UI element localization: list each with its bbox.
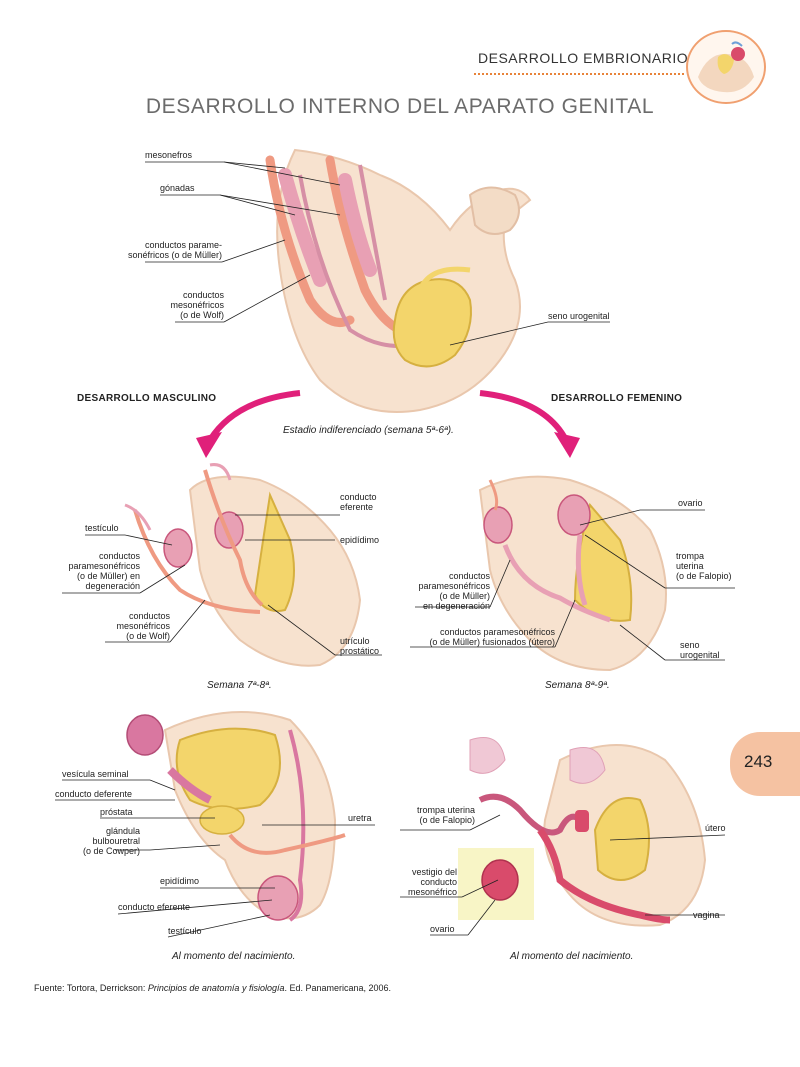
caption-male-birth: Al momento del nacimiento. <box>172 951 296 962</box>
label-mesonefricos-top: conductos mesonéfricos (o de Wolf) <box>170 290 224 320</box>
label-utero: útero <box>705 823 726 833</box>
page-title: DESARROLLO INTERNO DEL APARATO GENITAL <box>145 95 655 118</box>
caption-female-birth: Al momento del nacimiento. <box>510 951 634 962</box>
label-gonadas: gónadas <box>160 183 195 193</box>
label-vagina: vagina <box>693 910 720 920</box>
label-epididimo-mid: epidídimo <box>340 535 380 545</box>
label-testiculo-birth: testículo <box>168 926 202 936</box>
label-fusionados: conductos paramesonéfricos (o de Müller)… <box>429 627 555 647</box>
heading-female-development: DESARROLLO FEMENINO <box>551 393 683 404</box>
caption-week8: Semana 8ª-9ª. <box>545 680 610 691</box>
label-ovario-birth: ovario <box>430 924 455 934</box>
leader-lines-male-mid <box>62 514 382 656</box>
label-epididimo-birth: epidídimo <box>160 876 200 886</box>
leader-lines-female-birth <box>400 814 726 936</box>
heading-male-development: DESARROLLO MASCULINO <box>77 393 217 404</box>
source-suffix: . Ed. Panamericana, 2006. <box>284 983 392 993</box>
leader-lines-top <box>145 161 610 346</box>
section-header: DESARROLLO EMBRIONARIO <box>478 50 689 66</box>
indifferent-stage-diagram <box>265 148 532 413</box>
label-vestigio: vestigio del conducto mesonéfrico <box>407 867 457 897</box>
label-paramesonefricos-male: conductos paramesonéfricos (o de Müller)… <box>68 551 140 591</box>
leader-lines-female-mid <box>410 509 735 661</box>
source-prefix: Fuente: Tortora, Derrickson: <box>34 983 148 993</box>
label-testiculo-mid: testículo <box>85 523 119 533</box>
page-number: 243 <box>744 752 773 771</box>
header-divider <box>474 73 684 75</box>
label-seno-urogenital-top: seno urogenital <box>548 311 610 321</box>
label-glandula: glándula bulbouretral (o de Cowper) <box>82 826 140 856</box>
source-book: Principios de anatomía y fisiología <box>147 983 285 993</box>
label-seno-mid: seno urogenital <box>680 640 720 660</box>
label-uretra: uretra <box>348 813 372 823</box>
anatomy-thumbnail-icon <box>686 30 766 104</box>
page-number-tab <box>730 732 800 796</box>
male-week7-diagram <box>124 463 362 667</box>
label-trompa-birth: trompa uterina (o de Falopio) <box>416 805 475 825</box>
label-vesicula: vesícula seminal <box>62 769 129 779</box>
label-trompa-mid: trompa uterina (o de Falopio) <box>676 551 732 581</box>
male-birth-diagram <box>126 711 346 922</box>
label-mesonefricos-male: conductos mesonéfricos (o de Wolf) <box>116 611 170 641</box>
caption-indifferent-stage: Estadio indiferenciado (semana 5ª-6ª). <box>283 425 454 436</box>
female-birth-diagram <box>458 737 707 927</box>
label-deferente: conducto deferente <box>55 789 133 799</box>
label-utriculo: utrículo prostático <box>340 636 380 656</box>
label-prostata: próstata <box>100 807 133 817</box>
label-paramesonefricos-top: conductos parame- sonéfricos (o de Mülle… <box>127 240 222 260</box>
caption-week7: Semana 7ª-8ª. <box>207 680 272 691</box>
label-ovario-mid: ovario <box>678 498 703 508</box>
label-eferente-birth: conducto eferente <box>118 902 191 912</box>
label-mesonefros: mesonefros <box>145 150 193 160</box>
source-citation: Fuente: Tortora, Derrickson: Principios … <box>34 983 391 993</box>
label-eferente-mid: conducto eferente <box>340 492 377 512</box>
leader-lines-male-birth <box>55 779 375 938</box>
label-paramesonefricos-female: conductos paramesonéfricos (o de Müller)… <box>418 571 490 611</box>
development-arrows <box>196 390 580 458</box>
female-week8-diagram <box>478 475 667 672</box>
